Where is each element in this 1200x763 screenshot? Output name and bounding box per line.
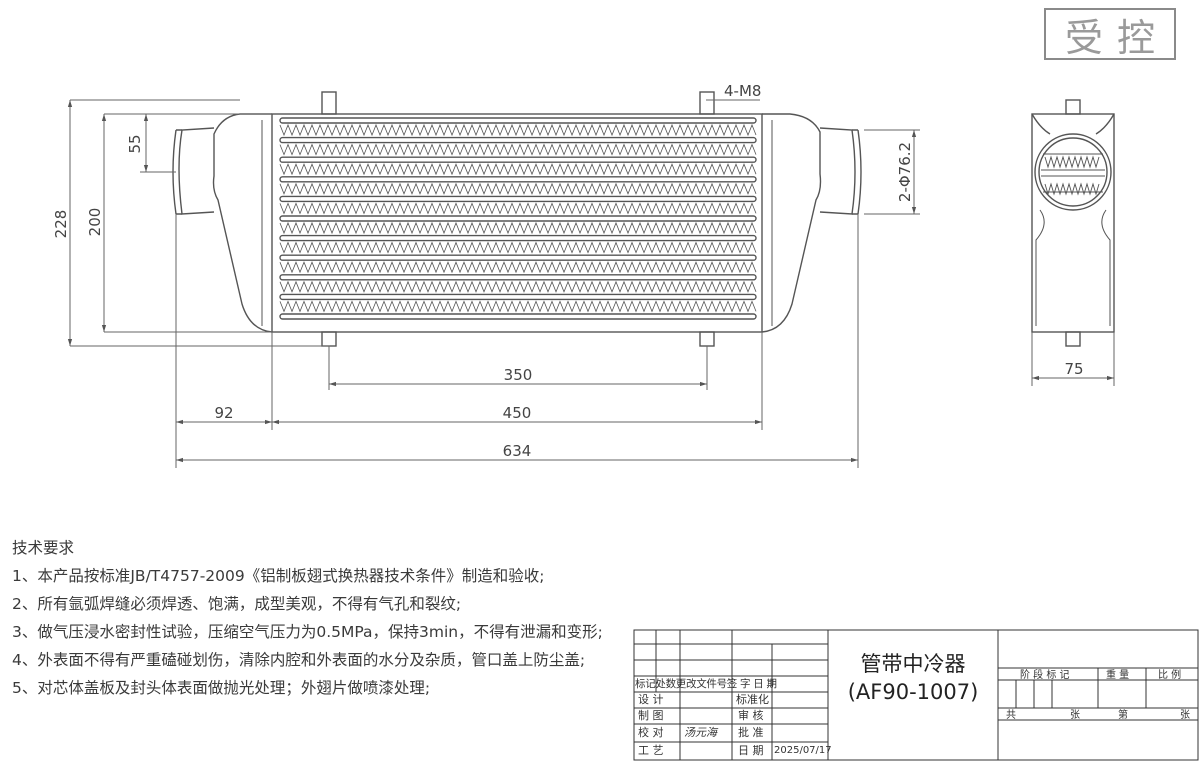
page-label: 第 <box>1118 710 1128 721</box>
revision-header: 标记处数更改文件号签 字 日 期 <box>635 678 777 690</box>
core-tube <box>279 293 757 301</box>
side-dimensions <box>1031 332 1115 386</box>
core-tube <box>279 117 757 124</box>
stage-header: 阶 段 标 记 <box>1020 670 1070 681</box>
title-block-name: 管带中冷器 (AF90-1007) <box>828 650 998 706</box>
side-fins <box>1044 155 1100 196</box>
right-tank <box>761 113 822 333</box>
core-tube <box>279 195 757 203</box>
core-fin <box>279 202 757 215</box>
side-pipe-circle <box>1034 133 1112 211</box>
stud-bottom-left <box>321 331 337 347</box>
side-stud-top <box>1065 99 1081 115</box>
core-tubes <box>279 117 757 320</box>
side-fin <box>1044 182 1100 196</box>
stud-bottom-right <box>699 331 715 347</box>
dim-92: 92 <box>214 404 233 422</box>
dim-55: 55 <box>126 134 144 153</box>
sheet-label: 张 <box>1180 710 1190 721</box>
drawing-title: 管带中冷器 <box>860 652 966 676</box>
left-inlet-pipe <box>178 127 215 215</box>
core-fin <box>279 143 757 156</box>
weight-header: 重 量 <box>1106 670 1130 681</box>
core-outline <box>271 113 763 333</box>
checker-signature: 汤元海 <box>684 726 717 739</box>
standardization-label: 标准化 <box>736 693 769 706</box>
core-tube <box>279 176 757 183</box>
drawing-code: (AF90-1007) <box>847 680 979 704</box>
side-view <box>1031 99 1115 347</box>
dim-200: 200 <box>86 208 104 237</box>
front-view <box>172 91 862 347</box>
drawn-label: 制 图 <box>638 709 664 722</box>
core-fin <box>279 280 757 293</box>
approve-label: 批 准 <box>738 726 764 739</box>
core-tube <box>279 274 757 281</box>
core-fin <box>279 163 757 176</box>
requirement-5: 5、对芯体盖板及封头体表面做抛光处理；外翅片做喷漆处理; <box>12 679 431 697</box>
requirements-heading: 技术要求 <box>12 539 75 557</box>
technical-requirements: 技术要求 1、本产品按标准JB/T4757-2009《铝制板翅式换热器技术条件》… <box>12 534 603 702</box>
core-tube <box>279 156 757 163</box>
requirement-3: 3、做气压浸水密封性试验，压缩空气压力为0.5MPa，保持3min，不得有泄漏和… <box>12 623 603 641</box>
date-label: 日 期 <box>738 744 764 757</box>
front-dimensions <box>67 99 920 468</box>
dim-450: 450 <box>503 404 532 422</box>
core-tube <box>279 136 757 144</box>
core-tube <box>279 254 757 261</box>
requirement-4: 4、外表面不得有严重磕碰划伤，清除内腔和外表面的水分及杂质，管口盖上防尘盖; <box>12 651 586 669</box>
requirement-2: 2、所有氩弧焊缝必须焊透、饱满，成型美观，不得有气孔和裂纹; <box>12 595 462 613</box>
core-fin <box>279 300 757 313</box>
stamp-text: 受控 <box>1064 15 1169 60</box>
dim-350: 350 <box>504 366 533 384</box>
core-fin <box>279 241 757 254</box>
sheets-label: 张 <box>1070 710 1080 721</box>
core-tube <box>279 215 757 222</box>
requirement-1: 1、本产品按标准JB/T4757-2009《铝制板翅式换热器技术条件》制造和验收… <box>12 567 545 585</box>
dimension-labels: 4-M8 228 200 55 2-Φ76.2 350 92 450 634 7… <box>52 82 1084 460</box>
right-outlet-pipe <box>819 127 856 215</box>
dim-228: 228 <box>52 210 70 239</box>
core-fin <box>279 221 757 235</box>
dim-634: 634 <box>503 442 532 460</box>
process-label: 工 艺 <box>638 744 664 757</box>
core-fin <box>279 123 757 137</box>
side-fin <box>1044 155 1100 169</box>
date-value: 2025/07/17 <box>774 745 832 756</box>
dim-75: 75 <box>1064 360 1083 378</box>
core-tube <box>279 313 757 320</box>
review-label: 审 核 <box>738 709 764 722</box>
title-block-lines <box>633 629 1199 761</box>
stud-top-left <box>321 91 337 115</box>
side-stud-bottom <box>1065 331 1081 347</box>
thread-label: 4-M8 <box>724 82 761 100</box>
total-label: 共 <box>1006 710 1016 721</box>
scale-header: 比 例 <box>1158 670 1182 681</box>
dim-pipe-diameter: 2-Φ76.2 <box>896 142 914 202</box>
left-tank <box>212 113 273 333</box>
check-label: 校 对 <box>638 726 664 739</box>
core-fin <box>279 182 757 195</box>
stud-top-right <box>699 91 715 115</box>
controlled-stamp: 受控 <box>1044 8 1176 60</box>
core-tube <box>279 234 757 242</box>
design-label: 设 计 <box>638 693 664 706</box>
core-fin <box>279 261 757 274</box>
